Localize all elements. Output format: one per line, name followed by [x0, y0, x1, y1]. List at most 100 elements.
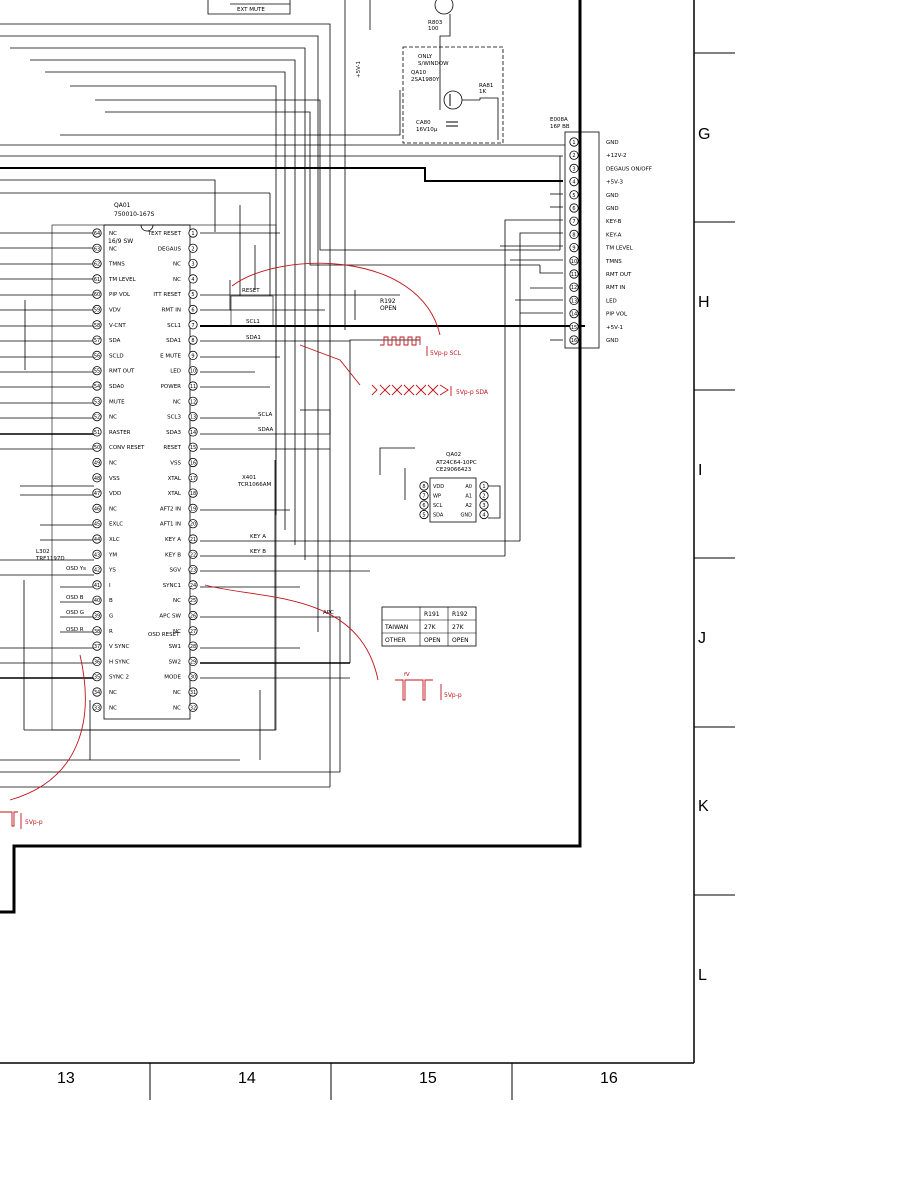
ic-qa01-pin-60-label: PIP VOL	[109, 292, 131, 298]
ic-qa01-pin-7-number: 7	[191, 323, 194, 329]
ic-qa01-pin-2-label: DEGAUS	[158, 246, 182, 252]
svg-text:OPEN: OPEN	[424, 637, 441, 644]
ic-qa01-pin-20-number: 20	[190, 522, 196, 528]
svg-text:AT24C64-10PC: AT24C64-10PC	[436, 460, 477, 466]
connector-pin-2	[569, 150, 579, 160]
ic-qa01-pin-26-label: APC SW	[159, 614, 181, 620]
ic-qa01-pin-15-label: RESET	[163, 445, 181, 451]
eeprom-pin-6	[419, 500, 429, 510]
ic-qa01-pin-53-label: MUTE	[109, 399, 125, 405]
ic-qa01-pin-22-label: KEY B	[165, 552, 181, 558]
eeprom-pin-4	[479, 509, 489, 520]
eeprom-pin-8	[419, 481, 429, 491]
ic-qa01-pin-44-number: 44	[94, 537, 100, 543]
ic-qa01-pin-6-number: 6	[191, 308, 194, 314]
svg-text:OSD B: OSD B	[66, 595, 84, 601]
eeprom-pin-2-label: A1	[465, 494, 472, 500]
ic-qa01-pin-43	[92, 549, 102, 559]
ic-qa01-pin-59	[92, 304, 102, 315]
ic-qa01-pin-40-label: B	[109, 598, 113, 604]
ic-qa01-pin-23-label: SGV	[169, 568, 181, 574]
row-label-j: J	[698, 630, 706, 647]
eeprom-pin-4-number: 4	[482, 513, 485, 519]
ic-qa01-pin-17	[188, 473, 198, 483]
connector-pin-1-number: 1	[572, 140, 575, 146]
svg-text:SCLA: SCLA	[258, 412, 273, 418]
ic-qa01-pin-3	[188, 258, 198, 269]
ic-qa01-pin-17-number: 17	[190, 476, 196, 482]
ic-qa01-pin-15	[188, 442, 198, 452]
svg-text:ONLY: ONLY	[418, 54, 433, 60]
ic-qa01-pin-61	[92, 274, 102, 284]
ic-qa01-pin-40-number: 40	[94, 598, 100, 604]
ic-qa01-part: 750010-167S	[114, 211, 155, 218]
ic-qa01-pin-9	[188, 350, 198, 360]
ic-qa01-pin-40	[92, 595, 102, 605]
ic-qa01-pin-61-label: TM LEVEL	[108, 277, 137, 283]
ic-qa01-pin-31	[188, 687, 198, 697]
ic-qa01-pin-25-label: NC	[173, 598, 181, 604]
ic-qa01-pin-48	[92, 473, 102, 483]
eeprom-pin-7	[419, 490, 429, 501]
ic-qa01-pin-30-label: MODE	[164, 675, 181, 681]
ic-qa01-pin-6	[188, 304, 198, 315]
connector-pin-11	[569, 269, 579, 279]
connector-pin-7-label: KEY-B	[606, 219, 622, 225]
ic-qa01-pin-5	[188, 289, 198, 299]
ic-qa01-pin-25-number: 25	[190, 598, 196, 604]
svg-text:QA10: QA10	[411, 70, 427, 76]
ic-qa01-pin-31-label: NC	[173, 690, 181, 696]
ic-qa01-pin-27-number: 27	[190, 629, 196, 635]
eeprom-pin-2-number: 2	[482, 494, 485, 500]
ic-qa01-pin-21-label: KEY A	[165, 537, 181, 543]
ic-qa01-pin-33-label: NC	[109, 705, 117, 711]
ic-qa01-pin-38-label: R	[109, 629, 113, 635]
svg-text:S/WINDOW: S/WINDOW	[418, 61, 449, 67]
eeprom-pin-6-label: SCL	[433, 503, 443, 509]
connector-pin-1-label: GND	[606, 140, 619, 146]
ic-qa01-pin-54-number: 54	[94, 384, 100, 390]
connector-pin-4	[569, 177, 579, 187]
ic-qa01-pin-14-number: 14	[190, 430, 196, 436]
ic-qa01-pin-22	[188, 549, 198, 559]
ic-qa01-pin-55	[92, 366, 102, 376]
ic-qa01-pin-32-number: 32	[190, 705, 196, 711]
row-label-h: H	[698, 294, 710, 311]
ic-qa01-pin-48-number: 48	[94, 476, 100, 482]
ic-qa01-pin-26	[188, 610, 198, 621]
ic-qa01-pin-18-number: 18	[190, 491, 196, 497]
ic-qa01-pin-50	[92, 442, 102, 452]
connector-pin-9-label: TM LEVEL	[605, 246, 634, 252]
ic-qa01-pin-46	[92, 503, 102, 513]
ic-qa01-pin-41-label: I	[109, 583, 111, 589]
ic-qa01-pin-46-label: NC	[109, 506, 117, 512]
connector-pin-16-label: GND	[606, 338, 619, 344]
ic-qa01-pin-59-label: VDV	[109, 308, 121, 314]
ic-qa01-pin-8-number: 8	[191, 338, 194, 344]
wiring	[0, 0, 585, 788]
ic-qa01-pin-29-label: SW2	[169, 659, 181, 665]
eeprom-pin-8-number: 8	[422, 484, 425, 490]
ic-qa01-pin-1	[188, 228, 198, 238]
ic-qa01-pin-24	[188, 580, 198, 590]
ic-qa01-pin-36-label: H SYNC	[109, 659, 130, 665]
grid-labels: G H I J K L 13 14 15 16	[57, 126, 710, 1087]
ic-qa01-pin-5-label: ITT RESET	[153, 292, 181, 298]
svg-text:100: 100	[428, 26, 439, 32]
svg-text:RESET: RESET	[242, 288, 260, 294]
eeprom-pin-1-number: 1	[482, 484, 485, 490]
eeprom-pin-3-label: A2	[465, 503, 472, 509]
ic-qa01-pin-57-number: 57	[94, 338, 100, 344]
connector-pin-5-label: GND	[606, 193, 619, 199]
eeprom-pin-2	[479, 490, 489, 501]
svg-text:+5V-1: +5V-1	[356, 61, 362, 78]
ic-qa01-pin-37-number: 37	[94, 644, 100, 650]
ic-qa01-pin-33-number: 33	[94, 705, 100, 711]
ic-qa01-pin-12-label: NC	[173, 399, 181, 405]
connector-pin-1	[569, 137, 579, 147]
connector-pin-15	[569, 322, 579, 332]
svg-text:OSD G: OSD G	[66, 610, 84, 616]
ic-qa01-pin-8	[188, 335, 198, 345]
ic-qa01-pin-6-label: RMT IN	[162, 308, 181, 314]
